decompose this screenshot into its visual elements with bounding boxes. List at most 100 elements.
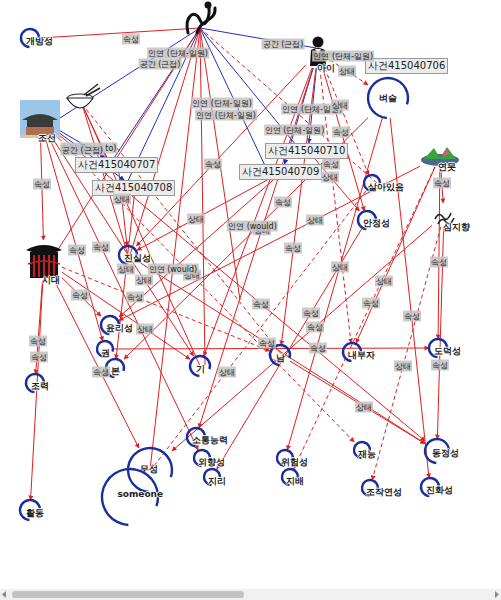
circle-outline bbox=[269, 344, 291, 366]
circle-outline bbox=[276, 449, 294, 467]
graphic-part bbox=[206, 3, 210, 7]
concept-circle: 본 bbox=[106, 359, 124, 377]
relation-label: 속성 bbox=[362, 297, 380, 308]
relation-label: 공간 (근접) bbox=[61, 144, 104, 155]
node-label: 사건415040708 bbox=[92, 180, 175, 196]
node-label: 벼슬 bbox=[379, 92, 397, 105]
graphic-part bbox=[28, 261, 60, 264]
circle-outline bbox=[428, 338, 448, 358]
graphic-part bbox=[22, 114, 58, 127]
icon-node: 심지향 bbox=[432, 203, 456, 227]
relation-connector bbox=[124, 118, 368, 359]
graphic-part bbox=[38, 255, 40, 277]
relation-connector bbox=[62, 278, 101, 316]
relation-label: 상태 bbox=[375, 276, 393, 287]
relation-connector bbox=[281, 68, 316, 345]
icon-node: 시대 bbox=[26, 240, 62, 280]
node-shape bbox=[204, 469, 220, 485]
circle-outline bbox=[20, 28, 40, 48]
relation-label: 상태 bbox=[331, 262, 349, 273]
node-shape bbox=[194, 450, 210, 466]
graphic-part bbox=[48, 255, 50, 277]
concept-circle: 진실성 bbox=[119, 246, 137, 264]
graphic-part bbox=[86, 88, 100, 96]
relation-label: 공간 (근접) bbox=[262, 39, 305, 50]
concept-circle: 안정성 bbox=[358, 211, 376, 229]
concept-circle: someone bbox=[102, 469, 158, 525]
node-shape bbox=[20, 100, 60, 138]
node-label: 사건415040706 bbox=[365, 58, 448, 74]
relation-connector bbox=[119, 180, 273, 317]
concept-circle: 조력 bbox=[26, 374, 44, 392]
relation-connector bbox=[41, 138, 44, 240]
concept-circle: 무성 bbox=[128, 448, 172, 492]
concept-circle: 외향성 bbox=[194, 450, 210, 466]
relation-label: 속성 bbox=[433, 178, 451, 189]
node-label: 권 bbox=[101, 347, 110, 360]
relation-connector bbox=[62, 272, 190, 359]
relation-connector bbox=[49, 138, 198, 450]
node-shape bbox=[354, 442, 370, 458]
node-shape bbox=[95, 180, 109, 194]
relation-connector bbox=[438, 167, 440, 339]
relation-connector bbox=[287, 118, 382, 450]
node-label: 사건415040707 bbox=[75, 157, 158, 173]
circle-outline bbox=[127, 447, 173, 493]
circle-outline bbox=[342, 342, 362, 362]
graphic-part bbox=[26, 127, 54, 135]
graphic-part bbox=[369, 59, 382, 72]
relation-label: 속성 bbox=[258, 337, 276, 348]
relation-label: 속성 bbox=[252, 298, 270, 309]
relation-label: 인연 (단체-일원) bbox=[264, 125, 326, 136]
circle-outline bbox=[101, 468, 159, 526]
relation-label: 상태 bbox=[355, 401, 373, 412]
relation-label: 인연 (단체-일원) bbox=[195, 110, 257, 121]
node-label: 동정성 bbox=[432, 447, 459, 460]
node-label: 진실성 bbox=[124, 252, 151, 265]
relation-label: 상태 bbox=[135, 274, 153, 285]
node-shape bbox=[190, 356, 210, 376]
node-shape bbox=[364, 175, 380, 191]
relation-connector bbox=[54, 280, 139, 448]
icon-node: 조선 bbox=[20, 100, 60, 138]
relation-label: 인연 (단체-일원) bbox=[312, 50, 374, 61]
graphic-part bbox=[150, 28, 200, 470]
relation-connector bbox=[31, 280, 43, 500]
relation-label: 속성 bbox=[332, 127, 350, 138]
relation-label: 속성 bbox=[68, 244, 86, 255]
node-shape bbox=[282, 469, 298, 485]
circle-outline bbox=[189, 355, 211, 377]
node-label: 진화성 bbox=[426, 484, 453, 497]
relation-label: 속성 bbox=[30, 352, 48, 363]
node-shape bbox=[187, 428, 205, 446]
circle-outline bbox=[357, 210, 377, 230]
relation-label: 인연 (단체-일원) bbox=[281, 104, 343, 115]
graphic-part bbox=[26, 245, 62, 252]
node-shape bbox=[242, 164, 256, 178]
relation-label: 상태 bbox=[117, 264, 135, 275]
node-shape bbox=[270, 345, 290, 365]
circle-outline bbox=[424, 438, 450, 464]
graphic-part bbox=[53, 255, 55, 277]
relation-label: 상태 bbox=[218, 366, 236, 377]
rice-bowl-icon bbox=[67, 84, 100, 108]
circle-outline bbox=[363, 174, 381, 192]
graphic-part bbox=[82, 104, 128, 255]
node-label: 조력 bbox=[31, 380, 49, 393]
node-shape bbox=[20, 500, 40, 520]
node-shape bbox=[306, 36, 330, 68]
node-shape bbox=[26, 374, 44, 392]
relation-connector bbox=[325, 68, 369, 175]
node-label: 조선 bbox=[38, 132, 56, 145]
relation-connector bbox=[323, 68, 365, 211]
graphic-part bbox=[444, 151, 449, 156]
event-box: 사건415040707 bbox=[78, 157, 158, 173]
relation-label: 속성 bbox=[29, 336, 47, 347]
node-shape bbox=[21, 29, 39, 47]
graphic-part bbox=[315, 49, 321, 56]
node-label: someone bbox=[117, 489, 163, 499]
relation-connector bbox=[52, 138, 193, 356]
